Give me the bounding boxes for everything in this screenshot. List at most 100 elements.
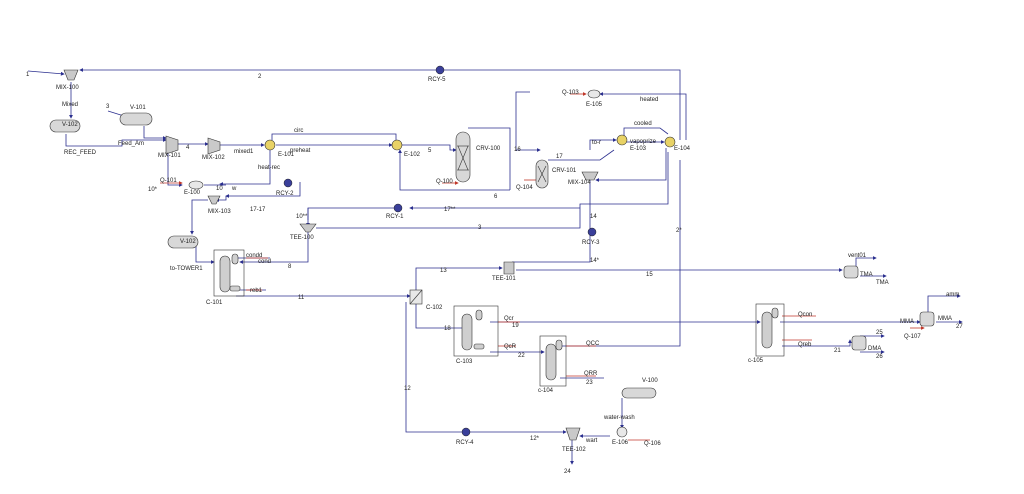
stream-vent01-line[interactable] bbox=[855, 256, 877, 266]
rcy3-icon[interactable] bbox=[587, 227, 597, 237]
crv100-icon[interactable] bbox=[455, 131, 471, 183]
stream-circ-line[interactable] bbox=[271, 133, 397, 140]
v102b-icon[interactable] bbox=[167, 235, 199, 249]
e101-label: E-101 bbox=[278, 152, 295, 158]
stream-feed-am-label: Feed_Am bbox=[118, 141, 144, 147]
e106-icon[interactable] bbox=[616, 426, 628, 438]
q107-label: Q-107 bbox=[904, 334, 921, 340]
mma-tank-icon[interactable] bbox=[919, 311, 935, 327]
e104-icon[interactable] bbox=[664, 136, 676, 148]
mma-tank-label: MMA bbox=[938, 316, 952, 322]
stream-circ-label: circ bbox=[294, 128, 303, 134]
stream-25-label: 25 bbox=[876, 330, 883, 336]
stream-14-label: 14 bbox=[590, 214, 597, 220]
c104-icon[interactable] bbox=[545, 343, 557, 381]
mix104-label: MIX-104 bbox=[568, 180, 591, 186]
e105-icon[interactable] bbox=[587, 89, 601, 99]
e103-icon[interactable] bbox=[616, 134, 628, 146]
v102a-label: V-102 bbox=[62, 122, 78, 128]
stream-12-line[interactable] bbox=[405, 302, 567, 434]
mix101-icon[interactable] bbox=[165, 135, 179, 155]
stream-19-label: 19 bbox=[512, 323, 519, 329]
stream-8-line[interactable] bbox=[239, 232, 309, 264]
stream-21-label: 21 bbox=[834, 348, 841, 354]
stream-17-label: 17 bbox=[556, 154, 563, 160]
stream-vent01-label: vent01 bbox=[848, 253, 867, 259]
stream-10a-line[interactable] bbox=[167, 150, 183, 187]
dma-tank-icon[interactable] bbox=[851, 335, 867, 351]
qcon-label: Qcon bbox=[798, 312, 812, 318]
stream-rcy2-line[interactable] bbox=[225, 182, 301, 198]
stream-17a-line[interactable] bbox=[307, 207, 398, 220]
stream-18-line[interactable] bbox=[415, 300, 471, 330]
stream-lines bbox=[27, 68, 963, 465]
stream-2-line[interactable] bbox=[79, 68, 681, 140]
rcy4-icon[interactable] bbox=[461, 427, 471, 437]
stream-6-return-line[interactable] bbox=[398, 149, 510, 191]
rcy2-icon[interactable] bbox=[283, 178, 293, 188]
stream-reb1-label: reb1 bbox=[250, 288, 263, 294]
mix103-icon[interactable] bbox=[207, 195, 221, 205]
stream-heat-rec-label: heat-rec bbox=[258, 165, 280, 171]
tee100-icon[interactable] bbox=[299, 223, 317, 233]
stream-e104-out-line[interactable] bbox=[595, 148, 667, 182]
mix104-icon[interactable] bbox=[581, 171, 599, 181]
stream-6-line[interactable] bbox=[468, 127, 511, 190]
stream-feed-am-line[interactable] bbox=[143, 126, 167, 140]
tee102-icon[interactable] bbox=[565, 427, 581, 441]
stream-to-r-line[interactable] bbox=[589, 138, 617, 150]
v100-icon[interactable] bbox=[621, 387, 657, 399]
stream-to-v102-line[interactable] bbox=[190, 199, 208, 235]
stream-amm-line[interactable] bbox=[927, 294, 961, 314]
stream-heat-rec-line[interactable] bbox=[219, 150, 271, 186]
crv101-label: CRV-101 bbox=[552, 168, 577, 174]
e101-icon[interactable] bbox=[264, 139, 276, 151]
stream-to-tower1-label: to-TOWER1 bbox=[170, 266, 203, 272]
stream-17-17-line[interactable] bbox=[215, 196, 227, 202]
e100-icon[interactable] bbox=[188, 180, 204, 190]
c101-icon[interactable] bbox=[219, 255, 231, 293]
qcr-label: Qcr bbox=[504, 316, 514, 322]
stream-1-line[interactable] bbox=[27, 70, 65, 76]
c102-label: C-102 bbox=[426, 305, 443, 311]
e102-icon[interactable] bbox=[391, 139, 403, 151]
stream-27-label: 27 bbox=[956, 324, 963, 330]
stream-cooled-line[interactable] bbox=[623, 127, 669, 136]
stream-13-line[interactable] bbox=[415, 266, 503, 290]
c105-icon[interactable] bbox=[761, 311, 773, 349]
v101-icon[interactable] bbox=[119, 112, 153, 126]
stream-3-long-line[interactable] bbox=[316, 152, 669, 229]
c101-label: C-101 bbox=[206, 300, 223, 306]
rcy5-icon[interactable] bbox=[435, 65, 445, 75]
c103-label: C-103 bbox=[456, 359, 473, 365]
tee101-icon[interactable] bbox=[503, 261, 515, 275]
stream-17-17-label: 17-17 bbox=[250, 207, 266, 213]
stream-rec-feed-line[interactable] bbox=[65, 134, 167, 147]
stream-6-label: 6 bbox=[494, 194, 498, 200]
stream-5-line[interactable] bbox=[402, 144, 457, 152]
v102a-icon[interactable] bbox=[49, 119, 81, 133]
c101-box bbox=[213, 249, 245, 297]
stream-mixed1-label: mixed1 bbox=[234, 149, 254, 155]
q103-label: Q-103 bbox=[562, 90, 579, 96]
stream-21-line[interactable] bbox=[782, 339, 852, 347]
stream-2a-line[interactable] bbox=[560, 160, 681, 347]
stream-heated-line[interactable] bbox=[599, 92, 687, 140]
mix100-icon[interactable] bbox=[63, 69, 79, 81]
stream-14-line[interactable] bbox=[512, 180, 591, 263]
stream-wart-label: wart bbox=[585, 438, 598, 444]
stream-17-line[interactable] bbox=[548, 149, 615, 161]
c103-icon[interactable] bbox=[461, 313, 473, 351]
stream-16-line[interactable] bbox=[515, 91, 541, 152]
rcy1-icon[interactable] bbox=[393, 203, 403, 213]
stream-heated-label: heated bbox=[640, 97, 658, 103]
stream-amm-label: amm bbox=[946, 292, 959, 298]
stream-12-label: 12 bbox=[404, 386, 411, 392]
mix102-icon[interactable] bbox=[207, 137, 221, 155]
stream-w-label: w bbox=[231, 186, 237, 192]
e103-label: E-103 bbox=[630, 146, 647, 152]
stream-to-r-label: to-r bbox=[592, 140, 601, 146]
stream-to-tower1-line[interactable] bbox=[195, 244, 215, 264]
q106-label: Q-106 bbox=[644, 441, 661, 447]
tma-tank-icon[interactable] bbox=[843, 265, 859, 279]
